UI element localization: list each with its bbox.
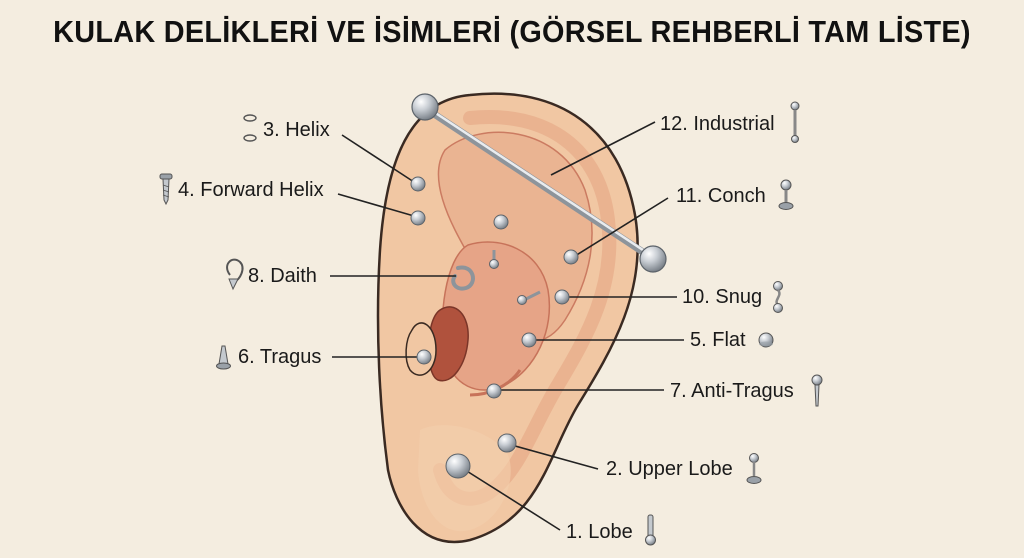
- label-conch: 11. Conch: [676, 185, 766, 207]
- snug-stud: [554, 289, 570, 305]
- ball-stud-icon: [746, 453, 762, 484]
- label-tragus: 6. Tragus: [238, 346, 322, 368]
- industrial-bar: [424, 106, 656, 262]
- flat-disc-icon: [758, 332, 774, 348]
- ear-lobe: [418, 425, 511, 532]
- screw-stud-icon: [159, 173, 173, 206]
- label-helix: 3. Helix: [263, 119, 330, 141]
- conch-stud-icon: [778, 179, 794, 210]
- tragus-stud: [416, 349, 432, 365]
- label-forward-helix: 4. Forward Helix: [178, 179, 324, 201]
- curved-ring-icon: [226, 258, 244, 291]
- label-daith: 8. Daith: [248, 265, 317, 287]
- industrial-ball-bottom: [639, 245, 667, 273]
- label-upper-lobe: 2. Upper Lobe: [606, 458, 733, 480]
- leader-lines: [330, 121, 684, 531]
- upper-inner-stud: [493, 214, 509, 230]
- lobe-stud: [445, 453, 471, 479]
- label-flat: 5. Flat: [690, 329, 746, 351]
- forward-helix-stud: [410, 210, 426, 226]
- label-anti-tragus: 7. Anti-Tragus: [670, 380, 794, 402]
- helix-stud: [410, 176, 426, 192]
- pin-stud-icon: [811, 374, 823, 407]
- anti-tragus-stud: [486, 383, 502, 399]
- upper-lobe-stud: [497, 433, 517, 453]
- label-lobe: 1. Lobe: [566, 521, 633, 543]
- page-title: KULAK DELİKLERİ VE İSİMLERİ (GÖRSEL REHB…: [53, 14, 971, 49]
- industrial-ball-top: [411, 93, 439, 121]
- hoop-rings-icon: [243, 114, 257, 142]
- ear-studs: [410, 176, 579, 479]
- flat-stud: [521, 332, 537, 348]
- label-industrial: 12. Industrial: [660, 113, 775, 135]
- straight-barbell-icon: [790, 101, 800, 143]
- daith-ring: [451, 265, 475, 291]
- labret-stud-icon: [645, 514, 656, 546]
- label-snug: 10. Snug: [682, 286, 763, 308]
- curved-barbell-icon: [773, 281, 783, 313]
- conch-stud: [563, 249, 579, 265]
- spike-stud-icon: [216, 345, 231, 370]
- ear-scapha: [437, 131, 593, 342]
